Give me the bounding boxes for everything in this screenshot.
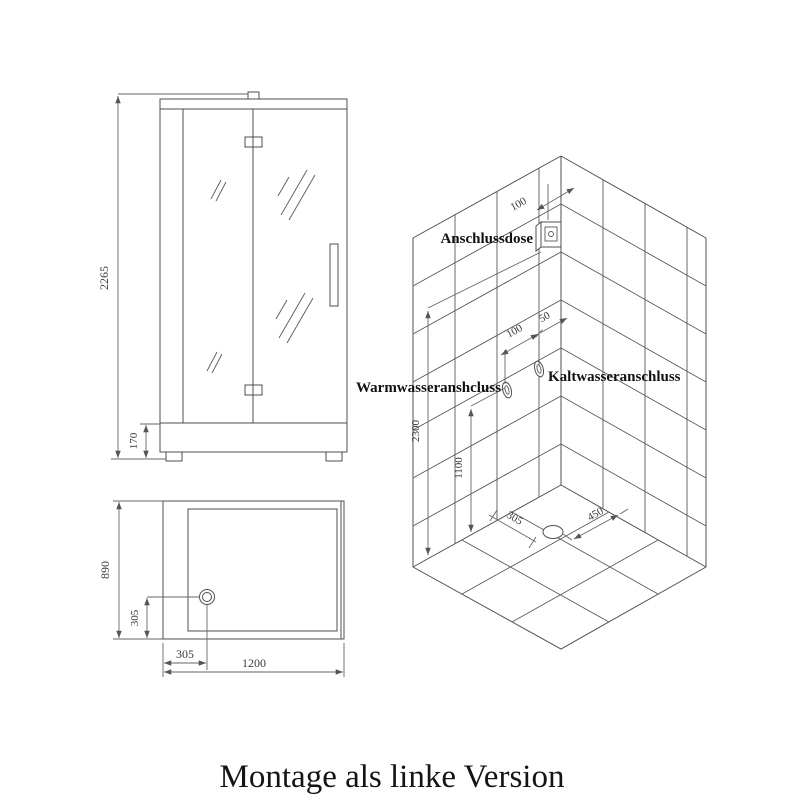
dim-extension-lines: [162, 605, 208, 677]
dim-drain-front-offset: 305: [129, 596, 200, 638]
warm-water-connector-icon: [501, 381, 513, 399]
tray-outer-rect: [162, 500, 345, 640]
dim-ticks: [489, 509, 537, 549]
dim-extension-lines: [111, 93, 248, 460]
cold-water-label: Kaltwasseranschluss: [548, 369, 681, 385]
dim-front-height: 2265: [97, 93, 248, 460]
dim-base-height-value: 170: [128, 432, 140, 449]
right-wall-tile-grid: [560, 180, 707, 556]
isometric-corner-view: 100 100 50 2300 1100 305: [356, 155, 707, 650]
tray-inner-rect: [187, 508, 338, 632]
cabin-outline: [159, 98, 348, 423]
dim-warm-to-cold-value: 100: [504, 322, 525, 341]
drawing-title: Montage als linke Version: [220, 759, 565, 795]
dim-line-100: [500, 333, 539, 356]
dim-extension-lines: [427, 251, 542, 309]
dim-extension-lines: [470, 387, 506, 407]
door-hinge: [244, 384, 263, 396]
dim-line-50: [539, 317, 568, 334]
door-handle: [329, 243, 339, 307]
connection-box-icon: [535, 220, 562, 253]
dim-valve-height: 1100: [453, 387, 506, 532]
dim-drain-from-left-wall: 305: [488, 509, 537, 549]
dim-tray-depth: 890: [98, 500, 163, 640]
floor-tile-grid: [461, 511, 659, 623]
drain-icon: [199, 589, 215, 605]
warm-water-label: Warmwasseranshcluss: [356, 380, 501, 396]
cold-water-connector-icon: [533, 360, 545, 378]
dim-extension-lines: [113, 500, 163, 640]
dim-box-height: 2300: [410, 251, 542, 555]
cabin-top-cap: [247, 91, 260, 100]
cabin-base: [159, 422, 348, 462]
dim-box-offset-value: 100: [508, 195, 529, 214]
glass-hatch-marks: [206, 169, 316, 374]
dim-line: [573, 514, 619, 540]
floor-drain-icon: [542, 525, 573, 541]
dim-line: [536, 187, 575, 211]
dim-tray-width: 1200: [164, 643, 345, 677]
dim-line: [488, 514, 537, 543]
dim-front-height-value: 2265: [97, 266, 111, 290]
dim-drain-front-offset-value: 305: [129, 609, 141, 626]
dim-drain-to-right-wall: 450: [573, 505, 629, 540]
dim-valve-height-value: 1100: [453, 457, 465, 479]
dim-extension-lines: [619, 508, 629, 515]
dim-box-height-value: 2300: [410, 420, 422, 443]
dim-base-height: 170: [128, 423, 160, 458]
dim-drain-left-offset-value: 305: [176, 647, 194, 661]
plan-view: 890 305 305 1200: [98, 500, 345, 677]
dim-tick: [535, 329, 543, 338]
connection-box-label: Anschlussdose: [440, 231, 533, 247]
front-elevation-view: 2265 170: [97, 91, 348, 462]
dim-tray-width-value: 1200: [242, 656, 266, 670]
door-latch: [244, 136, 263, 148]
dim-extension-lines: [504, 330, 540, 384]
dim-drain-left-offset: 305: [162, 605, 208, 677]
dim-tray-depth-value: 890: [98, 561, 112, 579]
